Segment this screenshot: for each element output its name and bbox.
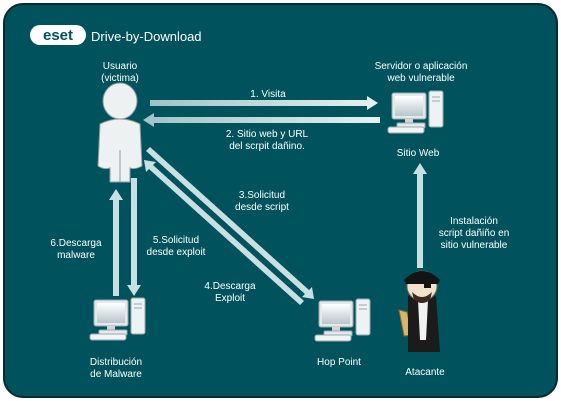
user-icon xyxy=(97,82,143,183)
victim-label-line1: Usuario xyxy=(103,61,138,72)
step-6-label-line1: 6.Descarga xyxy=(50,238,102,249)
server-label: Sitio Web xyxy=(397,148,440,159)
server-caption-line1: Servidor o aplicación xyxy=(375,61,468,72)
step-2-label-line2: del scrpit dañino. xyxy=(229,141,305,152)
step-3-label-line1: 3.Solicitud xyxy=(239,190,285,201)
malware-distribution-label-line2: de Malware xyxy=(90,369,142,380)
hop-point-label: Hop Point xyxy=(317,357,361,368)
hop-point-computer-icon xyxy=(314,298,371,342)
install-label-line1: Instalación xyxy=(450,216,498,227)
arrow-6-descarga-malware xyxy=(109,189,123,296)
web-server-computer-icon xyxy=(387,90,444,134)
arrow-1-visita xyxy=(150,96,378,110)
step-4-label-line2: Exploit xyxy=(215,293,245,304)
malware-distribution-label-line1: Distribución xyxy=(90,357,142,368)
malware-distribution-computer-icon xyxy=(89,297,146,341)
diagram-frame xyxy=(3,3,558,398)
arrow-5-solicitud-exploit xyxy=(127,178,141,296)
arrow-4-descarga-exploit xyxy=(144,160,304,305)
server-caption-line2: web vulnerable xyxy=(386,73,455,84)
eset-logo: eset xyxy=(30,25,86,45)
install-label-line3: sitio vulnerable xyxy=(441,240,508,251)
attacker-label: Atacante xyxy=(405,367,445,378)
arrow-instalacion xyxy=(413,163,427,268)
pirate-icon xyxy=(398,270,440,352)
step-2-label-line1: 2. Sitio web y URL xyxy=(226,129,309,140)
step-4-label-line1: 4.Descarga xyxy=(204,281,256,292)
arrow-3-solicitud-script xyxy=(146,147,314,299)
install-label-line2: script dañiño en xyxy=(439,228,510,239)
step-1-label: 1. Visita xyxy=(250,89,286,100)
eset-logo-text: eset xyxy=(43,27,73,44)
step-3-label-line2: desde script xyxy=(235,202,289,213)
step-6-label-line2: malware xyxy=(57,250,95,261)
arrow-2-sitio-web xyxy=(143,113,380,127)
step-5-label-line2: desde exploit xyxy=(147,247,206,258)
step-5-label-line1: 5.Solicitud xyxy=(153,235,199,246)
victim-label-line2: (victima) xyxy=(101,73,139,84)
diagram-title: Drive-by-Download xyxy=(91,29,202,44)
